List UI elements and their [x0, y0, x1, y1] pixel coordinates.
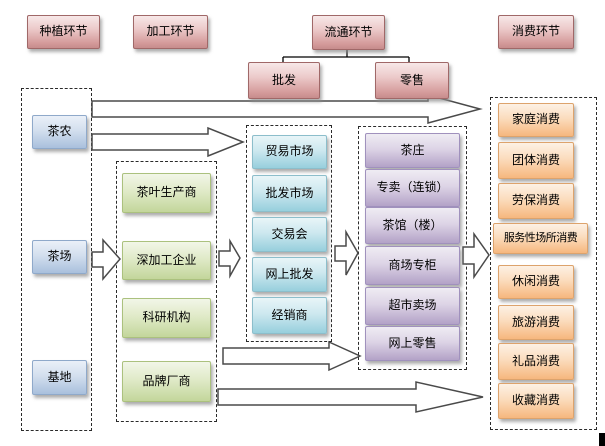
stage-consumption: 消费环节	[498, 15, 574, 49]
retail-supermarket: 超市卖场	[365, 287, 460, 325]
stage-planting: 种植环节	[27, 15, 100, 49]
consumption-collection: 收藏消费	[498, 383, 574, 419]
stage-retail: 零售	[375, 62, 449, 99]
arrow-producers-to-wholesale	[91, 126, 246, 158]
stage-wholesale: 批发	[248, 62, 320, 99]
processor-brand-maker: 品牌厂商	[122, 361, 211, 402]
producer-base: 基地	[32, 360, 87, 395]
retail-tea-house-shop: 茶庄	[365, 133, 460, 168]
arrow-wholesale-to-retail	[334, 229, 359, 276]
stage-processing: 加工环节	[133, 15, 208, 49]
producer-tea-farmer: 茶农	[32, 115, 87, 149]
arrow-retail-to-consumption	[462, 231, 490, 280]
retail-franchise: 专卖（连锁）	[365, 169, 460, 207]
processor-research-institute: 科研机构	[122, 298, 211, 338]
consumption-labor-welfare: 劳保消费	[498, 183, 574, 219]
consumption-tourism: 旅游消费	[498, 305, 574, 340]
group-consumption-types	[490, 97, 597, 430]
wholesale-trade-market: 贸易市场	[252, 135, 327, 169]
producer-tea-plantation: 茶场	[32, 240, 87, 274]
cursor-artifact	[599, 433, 605, 446]
arrow-processors-to-wholesale	[218, 238, 241, 279]
arrow-processors-to-online-retail	[222, 340, 362, 372]
wholesale-market: 批发市场	[252, 175, 327, 212]
group-wholesale-channels	[246, 125, 332, 342]
arrow-producers-to-processors	[91, 238, 121, 282]
retail-mall-counter: 商场专柜	[365, 246, 460, 285]
circulation-tree-connector	[282, 48, 410, 62]
processor-deep-processing: 深加工企业	[122, 241, 211, 280]
wholesale-distributor: 经销商	[252, 297, 327, 334]
retail-teahouse: 茶馆（楼）	[365, 207, 460, 244]
arrow-processors-to-consumption	[217, 381, 484, 413]
wholesale-online: 网上批发	[252, 257, 327, 292]
group-processors	[116, 161, 217, 422]
consumption-service-venue: 服务性场所消费	[493, 223, 588, 254]
consumption-household: 家庭消费	[498, 103, 574, 137]
arrow-producers-to-consumption	[91, 94, 483, 124]
wholesale-trade-fair: 交易会	[252, 217, 327, 252]
retail-online: 网上零售	[365, 326, 460, 361]
stage-circulation: 流通环节	[312, 15, 385, 50]
consumption-group: 团体消费	[498, 142, 574, 179]
consumption-gift: 礼品消费	[498, 343, 574, 380]
consumption-leisure: 休闲消费	[498, 265, 574, 299]
processor-tea-manufacturer: 茶叶生产商	[122, 173, 211, 213]
